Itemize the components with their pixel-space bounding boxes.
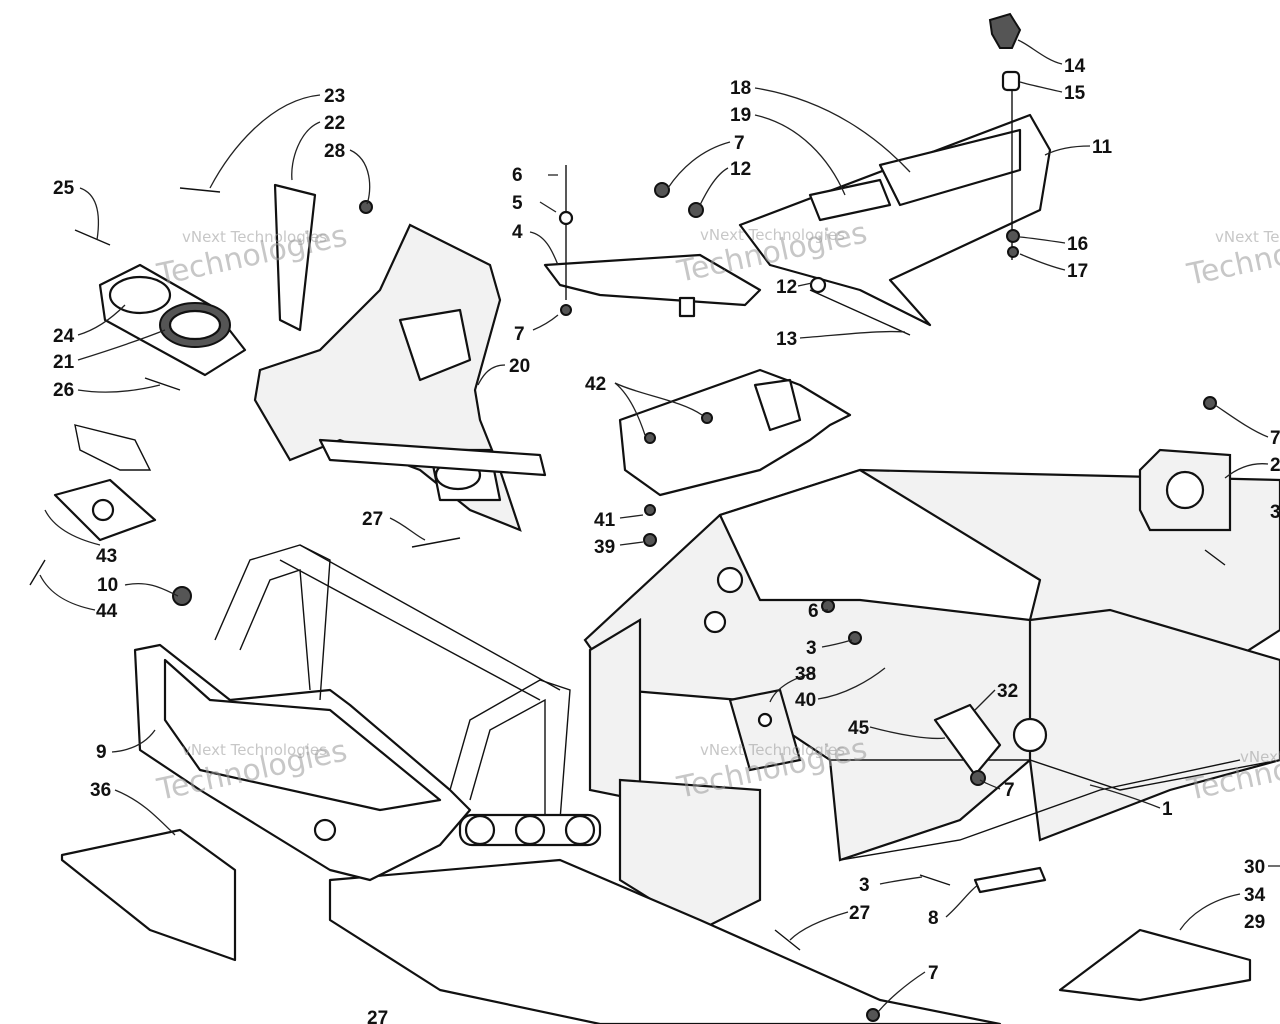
callout-34: 34 <box>1244 885 1266 906</box>
air-intake-boot <box>98 263 247 377</box>
callout-45: 45 <box>848 718 870 739</box>
callout-14: 14 <box>1064 56 1086 77</box>
mounting-bracket-4 <box>543 165 762 318</box>
callout-19: 19 <box>730 105 751 126</box>
callout-27-upper: 27 <box>362 509 383 530</box>
callout-1: 1 <box>1162 799 1173 820</box>
callout-13: 13 <box>776 329 797 350</box>
callout-8: 8 <box>928 908 939 929</box>
callout-3-lower: 3 <box>859 875 870 896</box>
callout-7-right: 7 <box>1270 428 1280 449</box>
callout-3-frame: 3 <box>806 638 817 659</box>
callout-11: 11 <box>1092 137 1113 158</box>
callout-21: 21 <box>53 352 75 373</box>
callout-43: 43 <box>96 546 117 567</box>
side-panel-22 <box>273 183 317 332</box>
bracket-38 <box>728 688 802 772</box>
callout-25: 25 <box>53 178 75 199</box>
front-nose-housing <box>253 223 547 532</box>
callout-42: 42 <box>585 374 606 395</box>
callout-16: 16 <box>1067 234 1088 255</box>
plate-43 <box>53 424 157 542</box>
knob-14 <box>988 12 1022 260</box>
callout-4: 4 <box>512 222 523 243</box>
callout-27-bottom: 27 <box>367 1008 388 1024</box>
callout-7-bracket: 7 <box>514 324 525 345</box>
watermark-caption-3: vNext Technologies <box>182 741 327 759</box>
callout-44: 44 <box>96 601 118 622</box>
callout-7-frame: 7 <box>1004 780 1015 801</box>
callout-9: 9 <box>96 742 107 763</box>
callout-6-frame: 6 <box>808 601 819 622</box>
callout-12-lower: 12 <box>776 277 797 298</box>
callout-6-top: 6 <box>512 165 523 186</box>
callout-20: 20 <box>509 356 530 377</box>
callout-39: 39 <box>594 537 615 558</box>
watermark-caption-5: vNext Technologies <box>1215 228 1280 246</box>
mount-plate-2 <box>1138 448 1232 532</box>
callout-22: 22 <box>324 113 345 134</box>
callout-3-right: 3 <box>1270 502 1280 523</box>
watermark-caption-6: vNext Technologies <box>1240 748 1280 766</box>
leader-lines <box>39 39 1280 1013</box>
callout-27-lower: 27 <box>849 903 870 924</box>
callout-32: 32 <box>997 681 1018 702</box>
callout-10: 10 <box>97 575 118 596</box>
exhaust-shield-42 <box>618 368 852 497</box>
callout-labels: 23 22 28 25 24 21 26 20 27 43 44 10 9 36… <box>53 56 1280 1024</box>
callout-38: 38 <box>795 664 816 685</box>
callout-17: 17 <box>1067 261 1088 282</box>
console-panel-11 <box>738 113 1052 336</box>
callout-15: 15 <box>1064 83 1086 104</box>
callout-5: 5 <box>512 193 523 214</box>
callout-40: 40 <box>795 690 816 711</box>
callout-24: 24 <box>53 326 75 347</box>
callout-36: 36 <box>90 780 111 801</box>
callout-7-console: 7 <box>734 133 745 154</box>
watermark-caption-1: vNext Technologies <box>182 228 327 246</box>
pad-36 <box>60 828 237 962</box>
callout-41: 41 <box>594 510 616 531</box>
callout-23: 23 <box>324 86 345 107</box>
front-bumper <box>133 544 602 882</box>
main-frame <box>328 468 1280 1024</box>
callout-30: 30 <box>1244 857 1265 878</box>
callout-12-upper: 12 <box>730 159 751 180</box>
callout-26: 26 <box>53 380 74 401</box>
callout-29: 29 <box>1244 912 1265 933</box>
fasteners <box>29 182 1226 1022</box>
watermark-caption-2: vNext Technologies <box>700 226 845 244</box>
watermark-caption-4: vNext Technologies <box>700 741 845 759</box>
callout-28: 28 <box>324 141 345 162</box>
callout-18: 18 <box>730 78 751 99</box>
callout-2-right: 2 <box>1270 455 1280 476</box>
callout-7-bottom: 7 <box>928 963 939 984</box>
